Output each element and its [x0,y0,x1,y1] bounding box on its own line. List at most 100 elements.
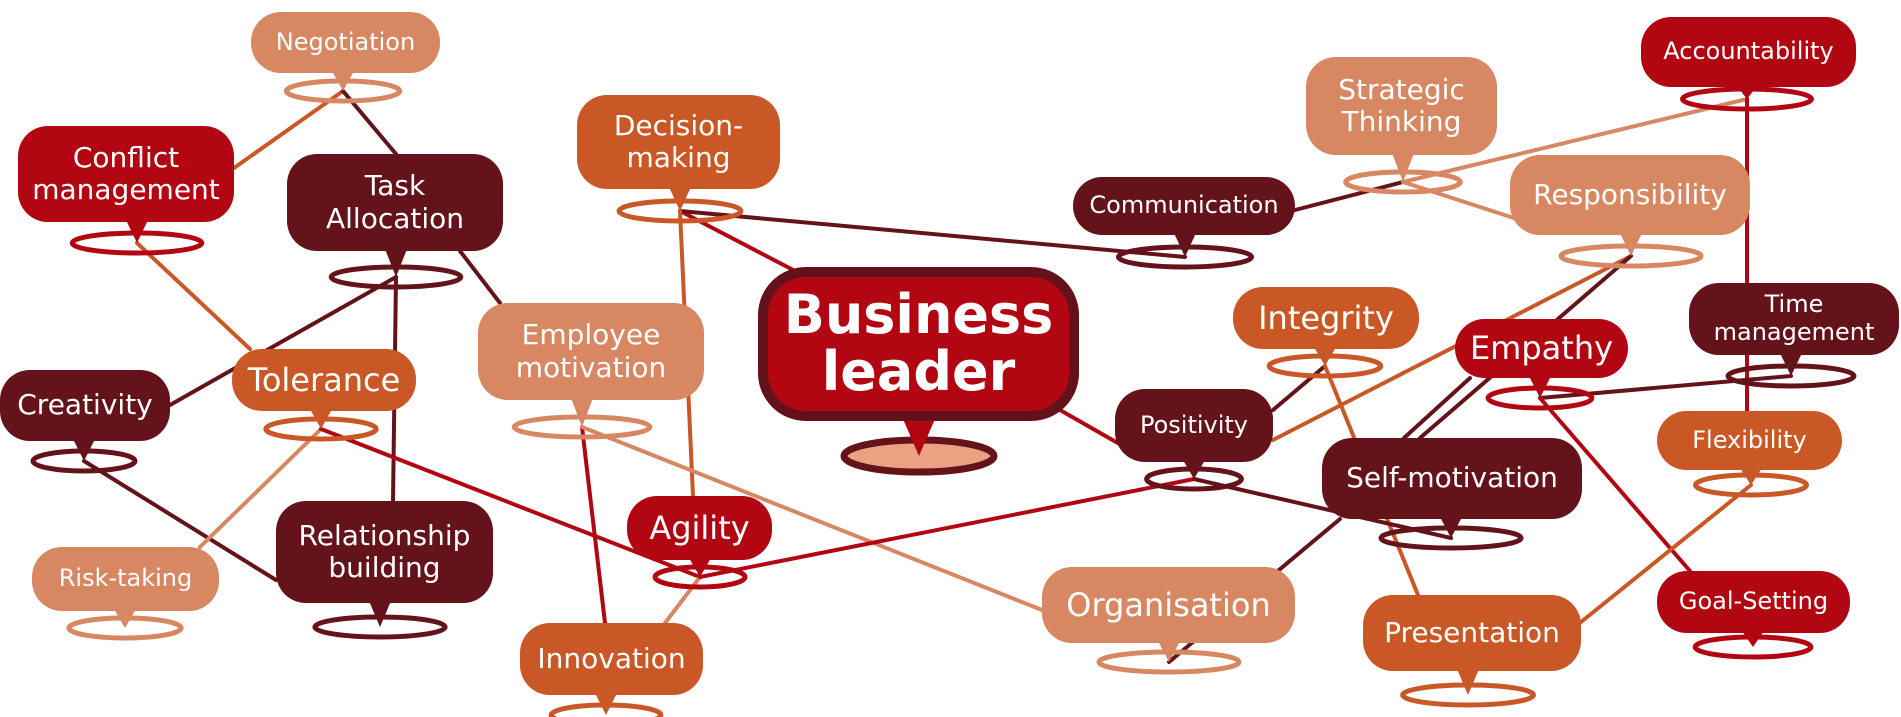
tolerance-pin [263,409,379,442]
strategic-thinking-pin [1343,153,1463,195]
node-organisation[interactable]: Organisation [1042,567,1295,643]
presentation-pin [1400,669,1536,708]
node-risk-taking[interactable]: Risk-taking [32,547,219,611]
node-innovation[interactable]: Innovation [520,623,703,695]
node-flexibility[interactable]: Flexibility [1657,411,1842,470]
node-label: Flexibility [1692,425,1807,454]
innovation-pin [548,693,664,717]
node-label: Self-motivation [1346,461,1558,495]
node-label: Conflict management [32,140,220,206]
node-positivity[interactable]: Positivity [1115,389,1273,462]
node-self-motivation[interactable]: Self-motivation [1322,438,1582,519]
node-presentation[interactable]: Presentation [1363,595,1581,671]
creativity-pin [30,439,138,474]
communication-pin [1115,233,1255,270]
time-management-pin [1725,353,1857,389]
pointer-tail-icon [1392,153,1414,182]
node-label: Employee motivation [515,318,667,384]
task-allocation-pin [328,249,464,290]
node-empathy[interactable]: Empathy [1455,319,1628,378]
organisation-pin [1096,641,1242,675]
node-label: Time management [1713,290,1875,346]
node-label: Responsibility [1533,177,1727,211]
connector-line [1402,376,1472,440]
agility-pin [652,558,748,590]
connector-line [168,275,398,407]
node-integrity[interactable]: Integrity [1233,287,1419,349]
connector-line [1293,180,1405,212]
pointer-tail-icon [385,249,407,277]
risk-taking-pin [66,609,184,641]
node-decision-making[interactable]: Decision- making [577,95,780,189]
business-leader-pin [840,419,998,476]
pointer-tail-icon [1314,347,1336,366]
pointer-tail-icon [689,558,711,577]
self-motivation-pin [1378,517,1524,551]
node-label: Organisation [1066,585,1271,624]
pointer-tail-icon [1736,85,1758,99]
node-time-management[interactable]: Time management [1689,283,1899,355]
connector-line [1579,483,1753,624]
decision-making-pin [616,187,744,224]
connector-line [458,249,502,305]
pointer-tail-icon [310,409,332,429]
pointer-tail-icon [332,71,354,91]
pointer-tail-icon [903,419,935,456]
negotiation-pin [283,71,403,104]
pointer-tail-icon [1174,233,1196,257]
node-accountability[interactable]: Accountability [1641,17,1856,87]
pointer-tail-icon [1780,353,1802,376]
connector-line [232,89,345,170]
node-label: Goal-Setting [1678,587,1829,616]
accountability-pin [1680,85,1814,112]
empathy-pin [1485,376,1595,411]
node-conflict-management[interactable]: Conflict management [18,126,234,222]
node-label: Communication [1089,191,1279,220]
node-label: Risk-taking [58,564,193,593]
pointer-tail-icon [669,187,691,211]
node-label: Positivity [1139,410,1249,439]
node-goal-setting[interactable]: Goal-Setting [1657,571,1850,633]
pointer-tail-icon [1440,517,1462,538]
pointer-tail-icon [1457,669,1479,695]
pointer-tail-icon [571,398,593,427]
node-label: Agility [649,508,750,547]
connector-line [1401,180,1522,222]
node-strategic-thinking[interactable]: Strategic Thinking [1306,57,1497,155]
connector-line [580,425,1044,612]
connector-line [1271,364,1327,412]
node-label: Decision- making [613,108,744,174]
connector-line [1271,254,1633,442]
node-creativity[interactable]: Creativity [0,370,170,441]
relationship-building-pin [312,601,448,640]
node-agility[interactable]: Agility [627,496,772,560]
goal-setting-pin [1692,631,1814,660]
pointer-tail-icon [1529,376,1551,398]
pointer-tail-icon [369,601,391,627]
node-business-leader[interactable]: Business leader [758,267,1079,421]
node-label: Task Allocation [325,169,465,235]
pointer-tail-icon [1158,641,1180,662]
node-responsibility[interactable]: Responsibility [1510,155,1750,235]
node-tolerance[interactable]: Tolerance [232,349,416,411]
connector-line [698,477,1196,579]
node-label: Presentation [1384,615,1560,649]
node-label: Integrity [1258,298,1394,337]
node-negotiation[interactable]: Negotiation [251,12,440,73]
node-communication[interactable]: Communication [1073,177,1295,235]
node-label: Strategic Thinking [1338,72,1465,138]
node-task-allocation[interactable]: Task Allocation [287,154,503,251]
node-label: Empathy [1469,329,1614,368]
flexibility-pin [1693,468,1809,498]
connector-line [580,425,607,625]
pointer-tail-icon [595,693,617,715]
responsibility-pin [1558,233,1704,269]
employee-motivation-pin [511,398,653,440]
node-employee-motivation[interactable]: Employee motivation [478,303,704,400]
node-label: Creativity [17,388,153,422]
node-label: Business leader [783,283,1054,403]
node-relationship-building[interactable]: Relationship building [276,501,493,603]
